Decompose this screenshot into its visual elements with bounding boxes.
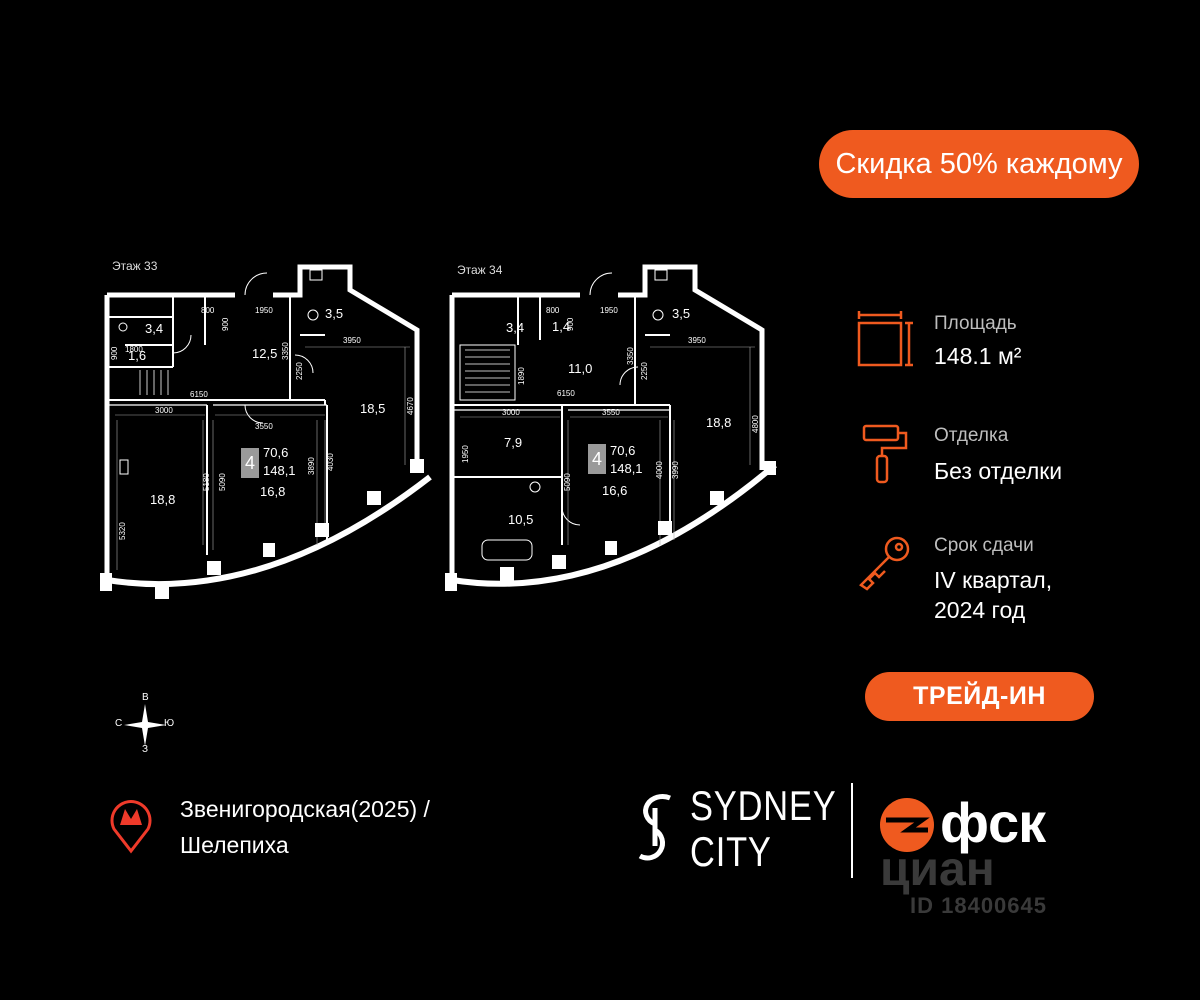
dim-label: 3550 [255, 422, 273, 431]
room-area: 18,8 [706, 415, 731, 430]
room-area: 7,9 [504, 435, 522, 450]
dim-label: 5180 [202, 473, 211, 491]
paint-roller-icon [862, 424, 908, 484]
dim-label: 900 [566, 317, 575, 331]
room-area: 1,6 [128, 348, 146, 363]
sydney-city-logo-icon [638, 794, 671, 861]
floor-33-plan: 4 70,6 148,1 3,4 1,6 12,5 3,5 18,5 18,8 … [100, 264, 432, 599]
compass-south: З [142, 744, 149, 755]
dim-label: 1950 [461, 445, 470, 463]
deadline-line1: IV квартал, [934, 567, 1053, 593]
room-area: 16,8 [260, 484, 285, 499]
dim-label: 4030 [326, 453, 335, 471]
floor-34-rooms: 4 [592, 449, 602, 469]
finish-value: Без отделки [934, 458, 1063, 484]
dim-label: 4000 [655, 461, 664, 479]
room-area: 12,5 [252, 346, 277, 361]
fsk-logo-text: фск [940, 791, 1046, 854]
logo-divider [851, 783, 853, 878]
room-area: 16,6 [602, 483, 627, 498]
compass-icon: В С Ю З [112, 692, 178, 758]
key-icon [859, 536, 910, 591]
floor-33-total-area: 148,1 [263, 463, 296, 478]
listing-id-watermark: ID 18400645 [910, 893, 1047, 918]
floor-34-plan: 4 70,6 148,1 3,4 1,4 11,0 3,5 18,8 7,9 1… [445, 264, 777, 591]
area-icon [857, 311, 913, 367]
room-area: 1,4 [552, 319, 570, 334]
floor-33-living-area: 70,6 [263, 445, 288, 460]
dim-label: 1890 [517, 367, 526, 385]
compass-north: В [142, 692, 149, 703]
dim-label: 3890 [307, 457, 316, 475]
dim-label: 3990 [671, 461, 680, 479]
room-area: 18,8 [150, 492, 175, 507]
compass-west: С [115, 718, 123, 729]
floor-34-living-area: 70,6 [610, 443, 635, 458]
dim-label: 1800 [125, 345, 143, 354]
dim-label: 4670 [406, 397, 415, 415]
dim-label: 3950 [343, 336, 361, 345]
floor-33-rooms: 4 [245, 453, 255, 473]
fsk-logo-icon [880, 798, 934, 852]
compass-east: Ю [164, 718, 175, 729]
dim-label: 6150 [557, 389, 575, 398]
dim-label: 2250 [295, 362, 304, 380]
dim-label: 800 [201, 306, 215, 315]
area-value: 148.1 м² [934, 343, 1022, 369]
dim-label: 3350 [281, 342, 290, 360]
floor-34-label: Этаж 34 [457, 263, 503, 277]
deadline-label: Срок сдачи [934, 535, 1034, 556]
metro-station-line1: Звенигородская(2025) / [180, 796, 430, 822]
dim-label: 1950 [600, 306, 618, 315]
room-area: 3,4 [145, 321, 163, 336]
dim-label: 3950 [688, 336, 706, 345]
dim-label: 6150 [190, 390, 208, 399]
floor-33-label: Этаж 33 [112, 259, 158, 273]
dim-label: 5090 [218, 473, 227, 491]
floor-34-total-area: 148,1 [610, 461, 643, 476]
room-area: 3,4 [506, 320, 524, 335]
dim-label: 3000 [502, 408, 520, 417]
dim-label: 900 [110, 346, 119, 360]
deadline-line2: 2024 год [934, 597, 1026, 623]
discount-promo-button[interactable]: Скидка 50% каждому [819, 130, 1139, 198]
dim-label: 5090 [563, 473, 572, 491]
dim-label: 3550 [602, 408, 620, 417]
dim-label: 2250 [640, 362, 649, 380]
trade-in-button[interactable]: ТРЕЙД-ИН [865, 672, 1094, 721]
room-area: 3,5 [672, 306, 690, 321]
cian-watermark: циан [880, 843, 995, 896]
dim-label: 900 [221, 317, 230, 331]
area-label: Площадь [934, 313, 1017, 334]
room-area: 10,5 [508, 512, 533, 527]
metro-station-line2: Шелепиха [180, 832, 289, 858]
sydney-logo-line1: SYDNEY [690, 782, 837, 829]
dim-label: 3000 [155, 406, 173, 415]
finish-label: Отделка [934, 425, 1009, 446]
room-area: 11,0 [568, 361, 592, 376]
dim-label: 5320 [118, 522, 127, 540]
metro-pin-icon [110, 800, 152, 854]
dim-label: 1950 [255, 306, 273, 315]
dim-label: 4800 [751, 415, 760, 433]
dim-label: 3350 [626, 347, 635, 365]
room-area: 3,5 [325, 306, 343, 321]
room-area: 18,5 [360, 401, 385, 416]
sydney-logo-line2: CITY [690, 828, 772, 875]
dim-label: 800 [546, 306, 560, 315]
